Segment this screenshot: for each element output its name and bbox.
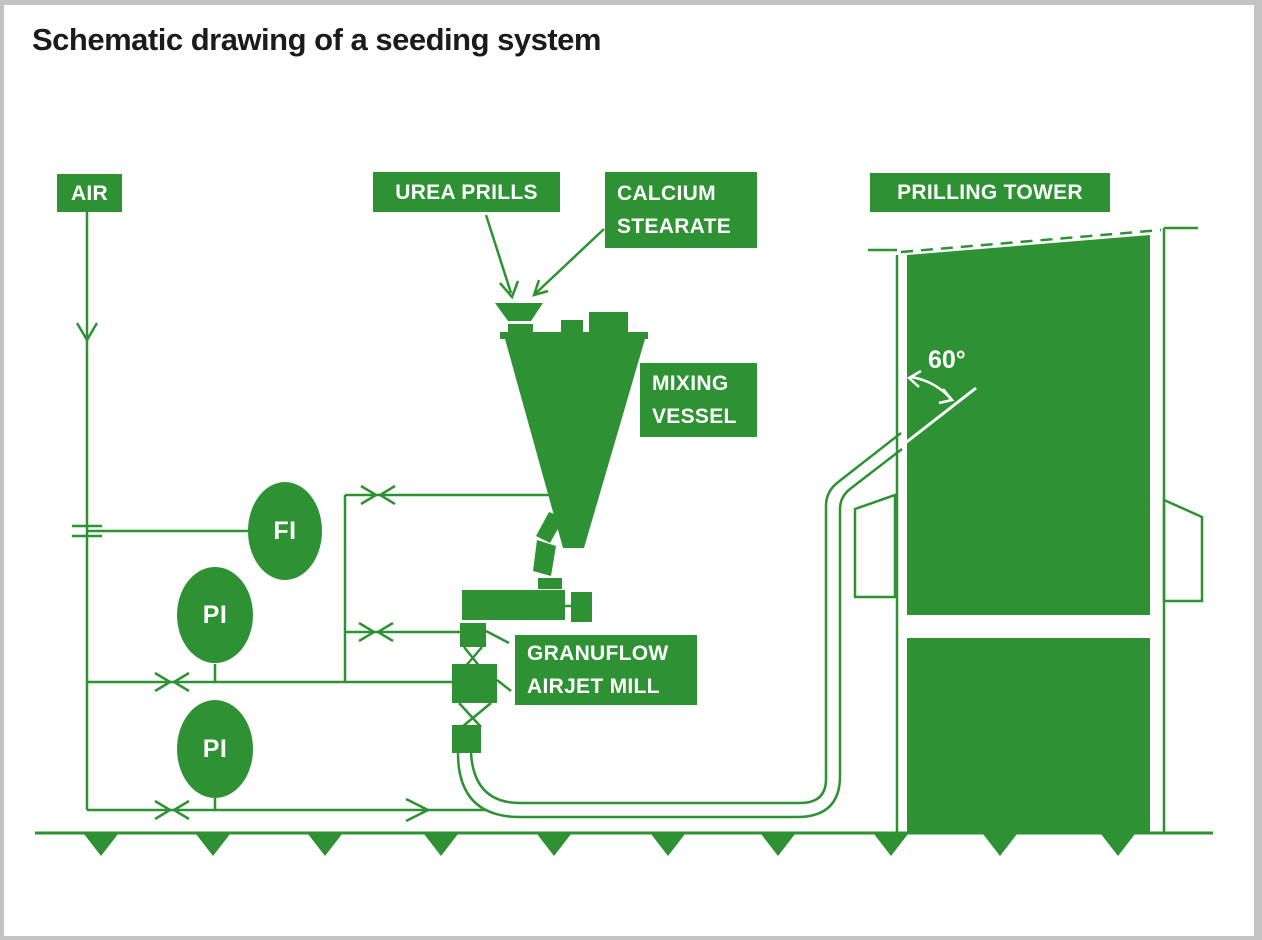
- tower-left-outline: [868, 248, 899, 833]
- granuflow-airjet-mill-label: GRANUFLOW AIRJET MILL: [515, 635, 697, 705]
- transport-pipe-inner-line: [469, 432, 902, 805]
- tower-upper-body: [907, 235, 1150, 615]
- angle-arc-arrowhead-right: [938, 388, 955, 405]
- tower-angle-annotation: 60°: [928, 346, 966, 374]
- tower-right-outline: [1162, 226, 1198, 833]
- ground-hatch-triangle: [196, 834, 230, 856]
- feed-funnel-icon: [495, 303, 543, 321]
- air-piping: [72, 212, 549, 823]
- tower-roof-dashed-line: [900, 228, 1162, 254]
- flow-direction-arrow-icon: [405, 797, 431, 823]
- tower-left-duct-outline: [853, 493, 897, 599]
- calcium-stearate-line1: CALCIUM: [617, 182, 716, 205]
- feed-arrows: [484, 214, 605, 300]
- mill-outlet-block: [452, 725, 481, 753]
- pressure-indicator-tag-upper: PI: [202, 600, 228, 629]
- ground-hatch-triangle: [84, 834, 118, 856]
- ground: [35, 831, 1213, 856]
- ground-hatch-triangle: [651, 834, 685, 856]
- mixing-vessel-label: MIXING VESSEL: [640, 363, 757, 437]
- outlet-chute-upper: [536, 512, 564, 543]
- mixing-vessel-assembly: [495, 303, 648, 589]
- transport-pipe-outer-line: [456, 448, 903, 819]
- calcium-stearate-label: CALCIUM STEARATE: [605, 172, 757, 248]
- ground-hatch-triangle: [308, 834, 342, 856]
- ground-hatch-triangle: [1101, 834, 1135, 856]
- angle-reference-line: [903, 386, 977, 446]
- ground-hatch-triangle: [761, 834, 795, 856]
- mill-stub-line-upper: [485, 629, 510, 645]
- prilling-tower-structure: [853, 226, 1204, 833]
- urea-feed-arrow-line: [484, 214, 513, 294]
- vessel-top-fitting-small: [561, 320, 583, 333]
- vessel-top-rim: [500, 332, 648, 339]
- tower-right-duct-outline: [1162, 498, 1204, 603]
- calcium-feed-arrowhead-icon: [532, 279, 549, 297]
- calcium-feed-arrow-line: [535, 228, 605, 294]
- vessel-top-fitting-large: [589, 312, 628, 333]
- orifice-plate-icon: [72, 524, 102, 538]
- urea-prills-label: UREA PRILLS: [373, 172, 560, 212]
- mill-coupling-cross-lower: [458, 702, 492, 728]
- funnel-neck: [508, 324, 533, 334]
- prilling-tower-label-text: PRILLING TOWER: [897, 181, 1083, 204]
- pressure-indicator-tag-lower: PI: [202, 734, 228, 763]
- angle-arc-arrowhead-left: [906, 369, 922, 388]
- transport-pipe: [456, 432, 903, 819]
- mill-body: [452, 664, 497, 703]
- urea-prills-label-text: UREA PRILLS: [395, 180, 538, 204]
- flow-indicator-tag: FI: [273, 516, 297, 545]
- granuflow-line2: AIRJET MILL: [527, 675, 660, 698]
- urea-feed-arrowhead-icon: [499, 280, 520, 300]
- flow-indicator-instrument: FI: [248, 482, 322, 580]
- airjet-mill-assembly: [452, 590, 592, 753]
- outlet-chute-neck: [538, 578, 562, 589]
- ground-hatch-triangle: [874, 834, 908, 856]
- outlet-chute-lower: [533, 540, 556, 576]
- mill-coupling-cross-upper: [463, 646, 483, 668]
- calcium-stearate-line2: STEARATE: [617, 215, 732, 238]
- air-flow-arrow-icon: [75, 322, 99, 343]
- mill-stub-line-lower: [496, 679, 512, 692]
- mixing-vessel-line2: VESSEL: [652, 405, 737, 428]
- air-label-text: AIR: [70, 181, 109, 205]
- mixing-vessel-cone: [505, 339, 645, 548]
- prilling-tower-label: PRILLING TOWER: [870, 173, 1110, 212]
- granuflow-line1: GRANUFLOW: [527, 642, 669, 665]
- ground-hatch-triangle: [424, 834, 458, 856]
- pressure-indicator-instrument-lower: PI: [177, 700, 253, 798]
- mill-inlet-block: [460, 623, 486, 647]
- ground-hatch-triangle: [537, 834, 571, 856]
- pressure-indicator-instrument-upper: PI: [177, 567, 253, 663]
- mill-feeder-motor: [571, 592, 592, 622]
- tower-lower-body: [907, 638, 1150, 833]
- ground-hatch-triangle: [983, 834, 1017, 856]
- page-title: Schematic drawing of a seeding system: [32, 22, 601, 57]
- mixing-vessel-line1: MIXING: [652, 372, 729, 395]
- mill-feeder-body: [462, 590, 565, 620]
- air-label: AIR: [57, 174, 122, 212]
